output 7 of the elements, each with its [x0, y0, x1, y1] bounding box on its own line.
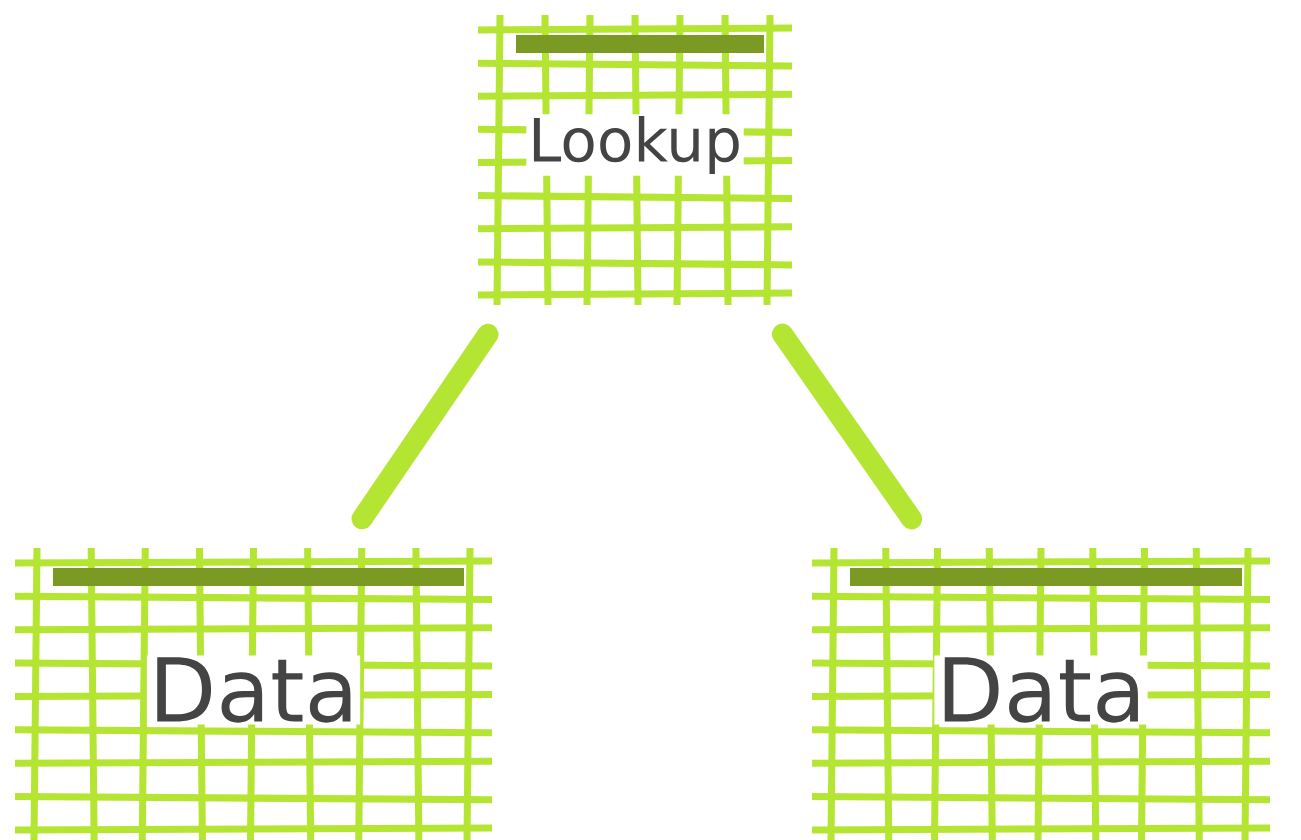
table-grid: Data	[14, 547, 493, 840]
node-label: Lookup	[533, 116, 739, 174]
table-grid: Lookup	[477, 14, 793, 306]
node-label: Data	[157, 657, 351, 723]
connector-stroke	[771, 323, 923, 530]
node-label: Data	[944, 657, 1138, 723]
connector-stroke	[351, 323, 499, 530]
